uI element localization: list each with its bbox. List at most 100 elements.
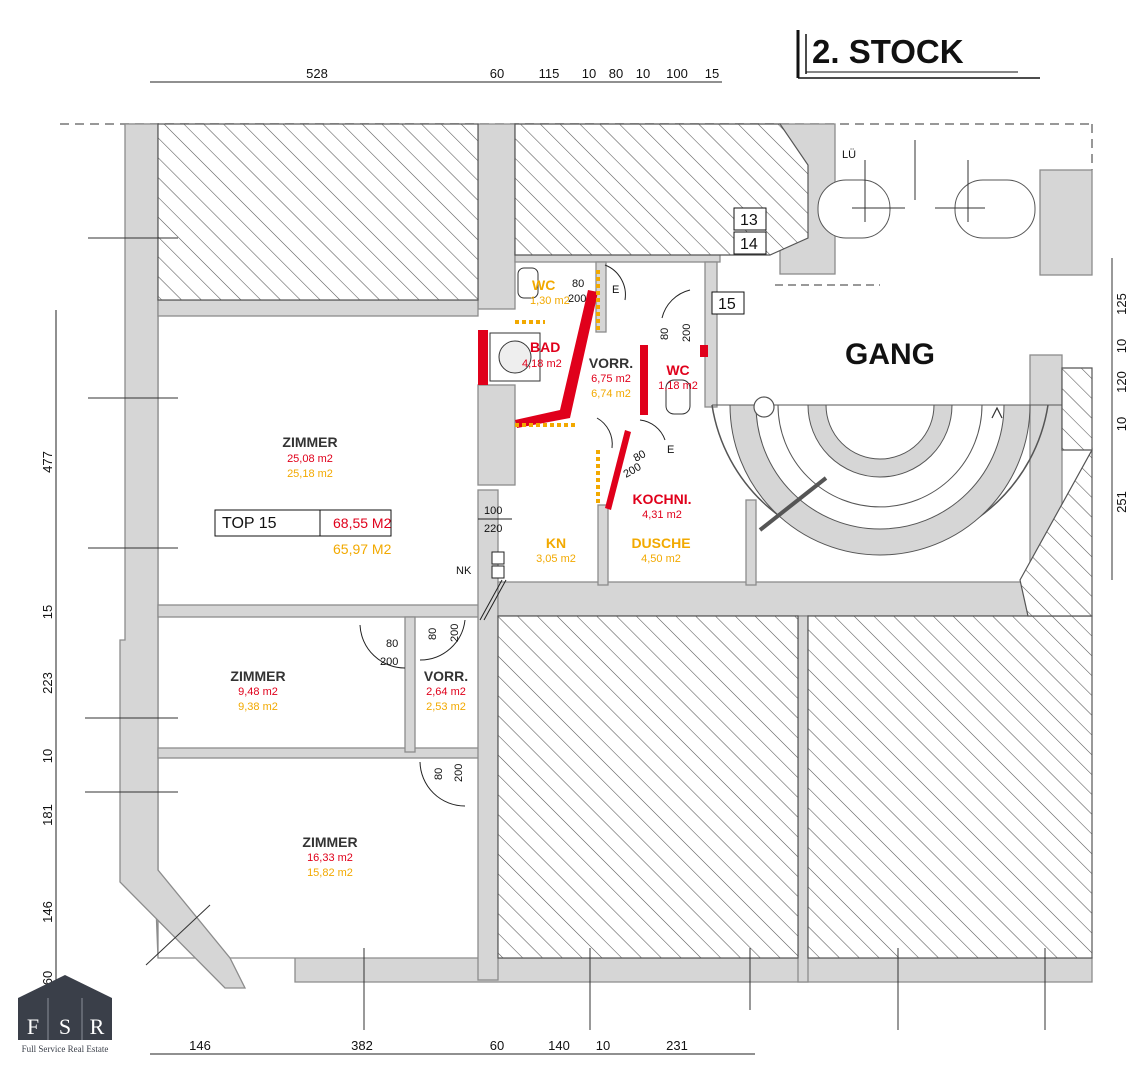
svg-text:4,18 m2: 4,18 m2 xyxy=(522,358,562,370)
unit-13-label: 13 xyxy=(740,212,758,229)
svg-text:WC: WC xyxy=(532,277,555,293)
dimension-left: 477 15 223 10 181 146 60 xyxy=(40,310,57,1000)
svg-text:120: 120 xyxy=(1114,371,1129,393)
neighbour-areas xyxy=(157,123,1093,959)
svg-text:ZIMMER: ZIMMER xyxy=(230,668,285,684)
vent-label: LÜ xyxy=(842,149,856,161)
svg-text:E: E xyxy=(667,444,674,456)
nk-label: NK xyxy=(456,565,472,577)
svg-text:KOCHNI.: KOCHNI. xyxy=(632,491,691,507)
svg-text:146: 146 xyxy=(189,1038,211,1053)
room-kochni: KOCHNI. 4,31 m2 xyxy=(632,491,691,521)
room-zimmer-2: ZIMMER 9,48 m2 9,38 m2 xyxy=(230,668,285,713)
svg-text:2,64 m2: 2,64 m2 xyxy=(426,686,466,698)
svg-text:S: S xyxy=(59,1014,71,1039)
svg-text:100: 100 xyxy=(484,505,502,517)
svg-text:VORR.: VORR. xyxy=(424,668,468,684)
dimension-right: 125 10 120 10 251 xyxy=(1114,293,1129,513)
room-zimmer-1: ZIMMER 25,08 m2 25,18 m2 xyxy=(282,434,337,480)
svg-text:6,74 m2: 6,74 m2 xyxy=(591,388,631,400)
svg-text:10: 10 xyxy=(1114,339,1129,353)
svg-text:231: 231 xyxy=(666,1038,688,1053)
fixtures xyxy=(479,267,691,621)
svg-text:ZIMMER: ZIMMER xyxy=(302,834,357,850)
svg-text:200: 200 xyxy=(681,324,693,342)
svg-text:80: 80 xyxy=(433,768,445,780)
corridor-label: GANG xyxy=(845,338,935,371)
room-wc-1: WC 1,30 m2 xyxy=(530,277,570,307)
dimension-top: 528 60 115 10 80 10 100 15 xyxy=(150,66,722,83)
svg-text:R: R xyxy=(90,1014,105,1039)
room-bad: BAD 4,18 m2 xyxy=(522,339,562,370)
svg-text:4,31 m2: 4,31 m2 xyxy=(642,509,682,521)
svg-text:115: 115 xyxy=(539,66,560,81)
svg-text:15: 15 xyxy=(705,66,719,81)
svg-text:223: 223 xyxy=(40,672,55,694)
svg-text:200: 200 xyxy=(380,656,398,668)
svg-text:ZIMMER: ZIMMER xyxy=(282,434,337,450)
svg-text:60: 60 xyxy=(490,66,504,81)
svg-text:382: 382 xyxy=(351,1038,373,1053)
svg-text:9,38 m2: 9,38 m2 xyxy=(238,701,278,713)
svg-text:80: 80 xyxy=(572,278,584,290)
electric-label: E xyxy=(612,284,619,296)
svg-text:200: 200 xyxy=(453,764,465,782)
svg-text:10: 10 xyxy=(636,66,650,81)
svg-text:3,05 m2: 3,05 m2 xyxy=(536,553,576,565)
svg-text:181: 181 xyxy=(40,804,55,826)
floor-label: 2. STOCK xyxy=(812,33,964,70)
unit-area-yellow: 65,97 M2 xyxy=(333,541,392,557)
svg-text:10: 10 xyxy=(40,749,55,763)
floor-title: 2. STOCK xyxy=(796,30,1040,79)
svg-text:80: 80 xyxy=(609,66,623,81)
svg-text:220: 220 xyxy=(484,523,502,535)
doors xyxy=(359,264,691,807)
svg-text:DUSCHE: DUSCHE xyxy=(631,535,690,551)
svg-text:528: 528 xyxy=(306,66,328,81)
svg-text:80: 80 xyxy=(632,448,649,465)
room-vorr-1: VORR. 6,75 m2 6,74 m2 xyxy=(589,355,633,400)
svg-text:200: 200 xyxy=(622,461,644,481)
svg-text:60: 60 xyxy=(490,1038,504,1053)
svg-text:10: 10 xyxy=(582,66,596,81)
svg-text:16,33 m2: 16,33 m2 xyxy=(307,852,353,864)
wall-highlights xyxy=(478,270,708,510)
svg-text:2,53 m2: 2,53 m2 xyxy=(426,701,466,713)
svg-text:477: 477 xyxy=(40,451,55,473)
svg-text:15,82 m2: 15,82 m2 xyxy=(307,867,353,879)
fsr-logo: F S R Full Service Real Estate xyxy=(18,975,112,1054)
svg-text:10: 10 xyxy=(596,1038,610,1053)
svg-text:4,50 m2: 4,50 m2 xyxy=(641,553,681,565)
svg-text:KN: KN xyxy=(546,535,566,551)
dimension-bottom: 146 382 60 140 10 231 xyxy=(150,1038,755,1055)
svg-text:100: 100 xyxy=(666,66,688,81)
svg-text:F: F xyxy=(27,1014,39,1039)
svg-text:BAD: BAD xyxy=(530,339,560,355)
svg-text:WC: WC xyxy=(666,362,689,378)
svg-text:25,08 m2: 25,08 m2 xyxy=(287,453,333,465)
svg-text:60: 60 xyxy=(40,971,55,985)
door-labels: 100 220 80 200 80 200 80 200 E E 80 200 … xyxy=(380,278,693,782)
svg-text:80: 80 xyxy=(427,628,439,640)
svg-text:80: 80 xyxy=(659,328,671,340)
unit-summary: TOP 15 68,55 M2 65,97 M2 xyxy=(214,509,392,557)
svg-text:200: 200 xyxy=(568,293,586,305)
svg-text:80: 80 xyxy=(386,638,398,650)
svg-text:146: 146 xyxy=(40,901,55,923)
svg-text:200: 200 xyxy=(449,624,461,642)
svg-text:Full Service Real Estate: Full Service Real Estate xyxy=(22,1044,109,1054)
svg-text:140: 140 xyxy=(548,1038,570,1053)
ventilation-shafts: LÜ xyxy=(817,140,1036,239)
svg-text:25,18 m2: 25,18 m2 xyxy=(287,468,333,480)
unit-boxes: 13 14 15 xyxy=(711,207,880,315)
svg-text:1,18 m2: 1,18 m2 xyxy=(658,380,698,392)
room-dusche: DUSCHE 4,50 m2 xyxy=(631,535,690,565)
unit-area-red: 68,55 M2 xyxy=(333,515,392,531)
room-wc-2: WC 1,18 m2 xyxy=(658,362,698,392)
room-kn: KN 3,05 m2 xyxy=(536,535,576,565)
svg-text:6,75 m2: 6,75 m2 xyxy=(591,373,631,385)
window-ticks xyxy=(85,237,1113,1030)
svg-text:10: 10 xyxy=(1114,417,1129,431)
svg-text:VORR.: VORR. xyxy=(589,355,633,371)
